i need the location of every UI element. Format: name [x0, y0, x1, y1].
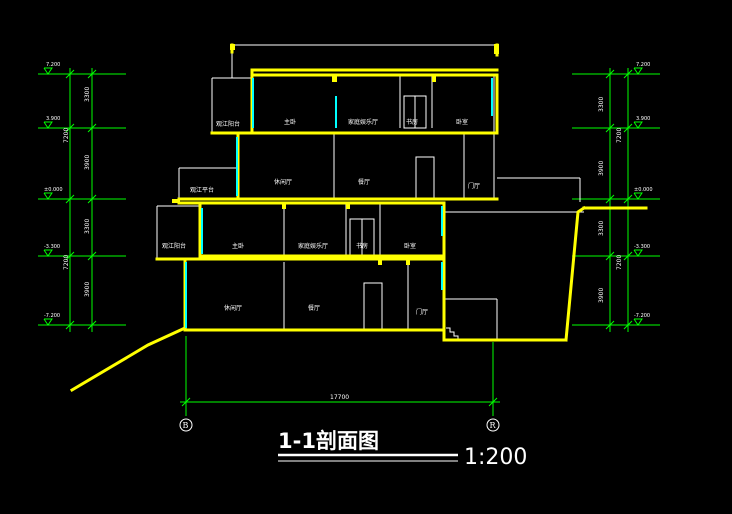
room-label: 休闲厅	[224, 304, 242, 312]
room-label: 书房	[356, 242, 368, 250]
title-underline	[278, 453, 458, 462]
dim-label: 7200	[63, 255, 70, 270]
room-label: 主卧	[232, 242, 244, 250]
dim-label: 3300	[598, 221, 605, 236]
room-label: 家庭娱乐厅	[348, 118, 378, 126]
room-label: 家庭娱乐厅	[298, 242, 328, 250]
axis-bubble-right	[486, 418, 500, 432]
drawing-title: 1-1剖面图	[278, 429, 379, 453]
axis-label-right: R	[490, 421, 497, 430]
dim-label: 3900	[598, 161, 605, 176]
level-label: 3.900	[636, 116, 650, 122]
room-label: 休闲厅	[274, 178, 292, 186]
overall-dimension	[180, 336, 500, 416]
level-label: -7.200	[44, 313, 60, 319]
dim-label: 7200	[616, 255, 623, 270]
glazing	[185, 78, 493, 328]
room-label: 观江阳台	[162, 242, 186, 250]
axis-bubble-left	[179, 418, 193, 432]
parapet-marks	[172, 44, 499, 265]
room-label: 门厅	[416, 308, 428, 316]
room-label: 门厅	[468, 182, 480, 190]
dim-label: 3300	[84, 87, 91, 102]
left-level-labels: 7.200 3.900 ±0.000 -3.300 -7.200	[44, 62, 63, 319]
dim-label: 7200	[63, 128, 70, 143]
dim-label: 7200	[616, 128, 623, 143]
dim-label: 3900	[598, 288, 605, 303]
dim-label: 3900	[84, 282, 91, 297]
level-label: 7.200	[636, 62, 650, 68]
level-label: -3.300	[634, 244, 650, 250]
axis-label-left: B	[183, 421, 189, 430]
structural-cut	[69, 43, 648, 393]
room-label: 卧室	[404, 242, 416, 250]
room-label: 观江阳台	[216, 120, 240, 128]
room-label: 观江平台	[190, 186, 214, 194]
room-label: 主卧	[284, 118, 296, 126]
right-dimension-system	[572, 67, 660, 332]
dim-label: 3300	[598, 97, 605, 112]
left-dimension-labels: 3300 3900 3300 3900 7200 7200	[63, 87, 91, 297]
room-label: 卧室	[456, 118, 468, 126]
room-label: 书房	[406, 118, 418, 126]
right-dimension-labels: 3300 3900 3300 3900 7200 7200	[598, 97, 623, 303]
dim-label: 3900	[84, 155, 91, 170]
level-label: -3.300	[44, 244, 60, 250]
axis-bubbles	[179, 418, 500, 432]
building-outline	[156, 44, 584, 340]
room-label: 餐厅	[358, 178, 370, 186]
room-label: 餐厅	[308, 304, 320, 312]
level-label: ±0.000	[44, 187, 63, 193]
level-label: -7.200	[634, 313, 650, 319]
left-dimension-system	[38, 67, 126, 332]
overall-dim-label: 17700	[330, 394, 349, 401]
level-label: 3.900	[46, 116, 60, 122]
level-label: 7.200	[46, 62, 60, 68]
room-labels: 观江阳台 主卧 家庭娱乐厅 书房 卧室 观江平台 休闲厅 餐厅 门厅 观江阳台 …	[162, 118, 480, 316]
dim-label: 3300	[84, 219, 91, 234]
level-label: ±0.000	[634, 187, 653, 193]
drawing-scale: 1:200	[464, 445, 527, 470]
right-level-labels: 7.200 3.900 ±0.000 -3.300 -7.200	[634, 62, 653, 319]
